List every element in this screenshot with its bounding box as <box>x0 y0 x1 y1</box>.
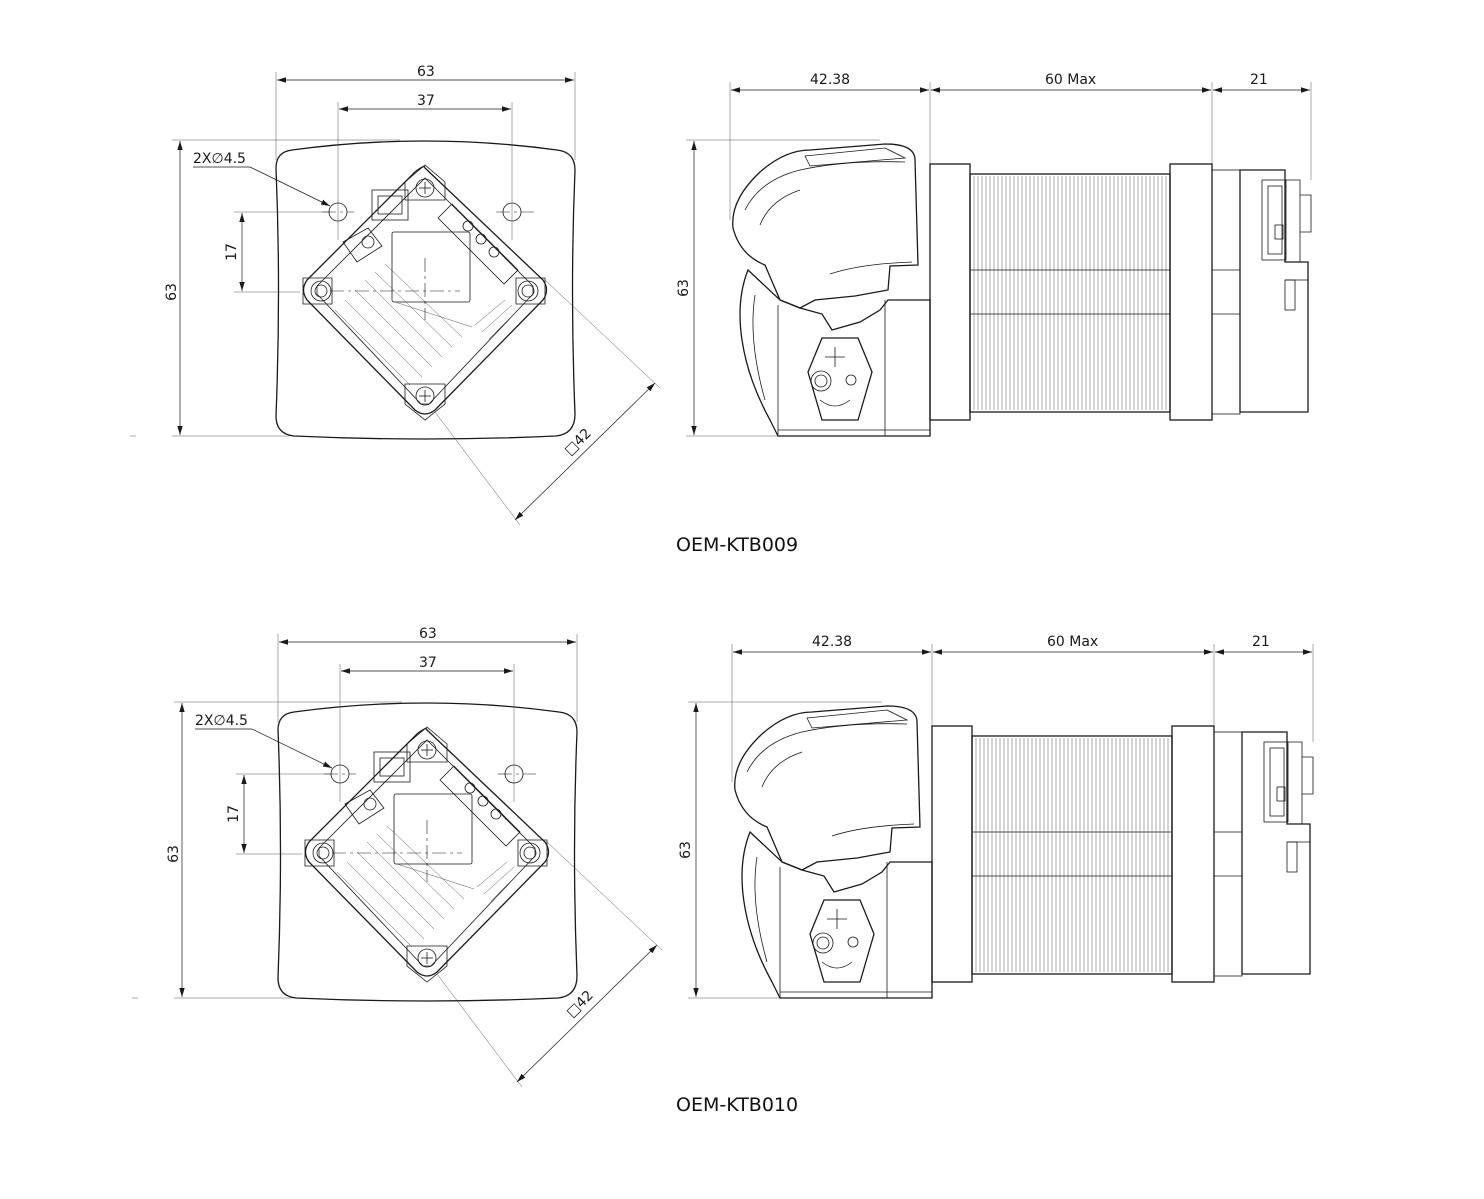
dim-height: 63 <box>166 845 182 863</box>
dim-hole-spacing: 37 <box>417 93 435 109</box>
front-view <box>130 72 661 526</box>
dim-height: 63 <box>164 283 180 301</box>
model-label-oem-ktb010: OEM-KTB010 <box>676 1094 799 1116</box>
dim-flange: □42 <box>564 988 597 1021</box>
dimensions-oem-ktb009: 63 37 2X∅4.5 63 17 □42 42.38 60 Max 21 6… <box>164 64 1268 459</box>
body-fins <box>975 738 1169 972</box>
dim-vertical-offset: 17 <box>224 243 240 261</box>
housing-outline <box>277 702 578 1002</box>
front-view <box>132 634 663 1088</box>
dim-hole-spacing: 37 <box>419 655 437 671</box>
dim-width: 63 <box>419 626 437 642</box>
dial <box>809 899 875 983</box>
housing-outline <box>275 140 576 440</box>
drawing-oem-ktb009 <box>130 72 1312 526</box>
dim-body-length: 60 Max <box>1045 72 1096 88</box>
drawing-oem-ktb010 <box>132 634 1314 1088</box>
side-view <box>686 82 1312 437</box>
model-label-oem-ktb009: OEM-KTB009 <box>676 534 799 556</box>
dim-body-length: 60 Max <box>1047 634 1098 650</box>
dim-rear-length: 21 <box>1252 634 1270 650</box>
dim-flange: □42 <box>562 426 595 459</box>
dim-front-length: 42.38 <box>810 72 850 88</box>
body-fins <box>973 176 1167 410</box>
dim-side-height: 63 <box>678 841 694 859</box>
dim-width: 63 <box>417 64 435 80</box>
dim-front-length: 42.38 <box>812 634 852 650</box>
dim-holes: 2X∅4.5 <box>195 713 248 729</box>
stepper-body <box>304 726 550 983</box>
side-view <box>688 644 1314 999</box>
dim-rear-length: 21 <box>1250 72 1268 88</box>
dim-side-height: 63 <box>676 279 692 297</box>
dim-holes: 2X∅4.5 <box>193 151 246 167</box>
dim-vertical-offset: 17 <box>226 805 242 823</box>
dimensions-oem-ktb010: 63 37 2X∅4.5 63 17 □42 42.38 60 Max 21 6… <box>166 626 1270 1021</box>
stepper-body <box>302 164 548 421</box>
dial <box>807 337 873 421</box>
